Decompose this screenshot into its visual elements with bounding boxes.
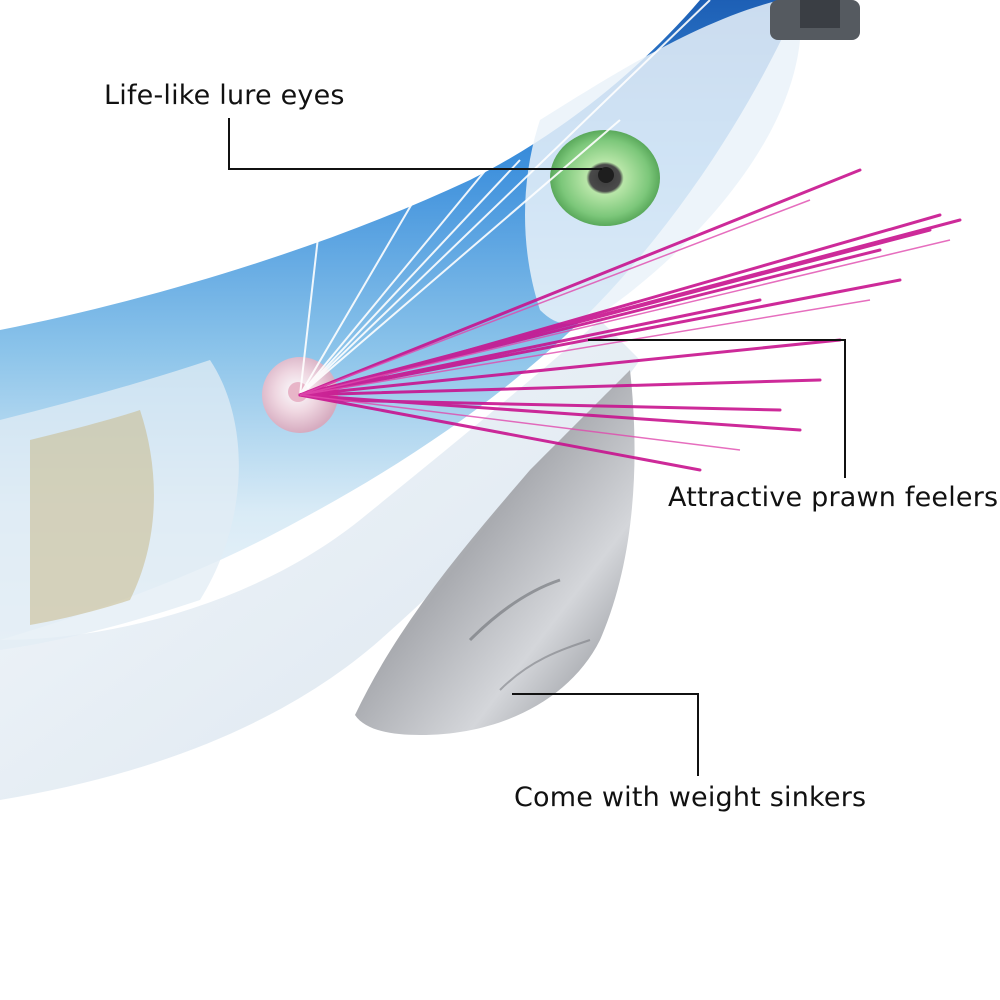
weight-sinker <box>355 370 635 735</box>
callout-prawn-feelers: Attractive prawn feelers <box>668 482 999 513</box>
callout-lure-eyes: Life-like lure eyes <box>104 80 345 111</box>
callout-weight-sinkers: Come with weight sinkers <box>514 782 867 813</box>
